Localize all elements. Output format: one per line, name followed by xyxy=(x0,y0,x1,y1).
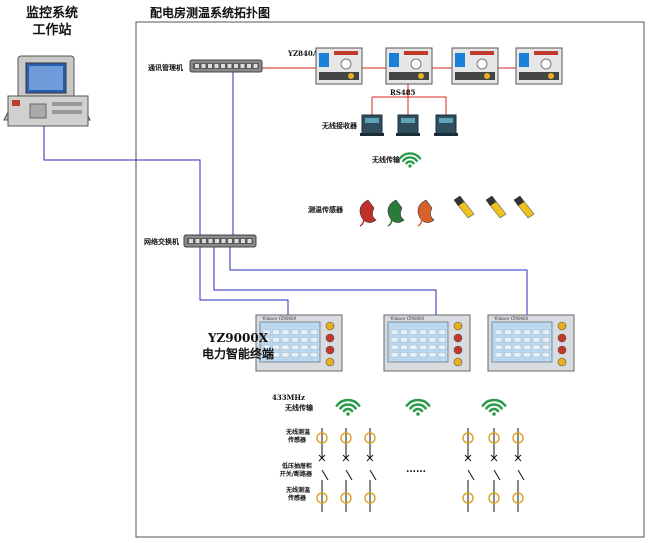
terminal-button xyxy=(557,333,567,343)
wireless-sensor-ring xyxy=(488,492,500,504)
workstation-title-1: 监控系统 xyxy=(26,5,78,21)
terminal-button xyxy=(325,333,335,343)
terminal-button xyxy=(325,321,335,331)
terminal-button xyxy=(325,357,335,367)
wireless-433-label-1: 433MHz xyxy=(272,393,305,402)
wifi-icon xyxy=(405,398,431,416)
bus-label: RS485 xyxy=(390,88,416,97)
breaker-group xyxy=(316,428,525,512)
wireless-sensor-ring xyxy=(488,432,500,444)
breaker-column xyxy=(316,428,329,512)
comm-manager-label: 通讯管理机 xyxy=(148,63,183,72)
terminal-button xyxy=(453,345,463,355)
clip-sensor-icon xyxy=(359,199,377,227)
terminal-button xyxy=(453,321,463,331)
wireless-sensor-ring xyxy=(512,492,524,504)
terminal-brand: Yidaora YZ9000X xyxy=(493,316,529,321)
breaker-label-1: 低压抽屉柜 xyxy=(281,462,312,470)
wireless-sensor-ring xyxy=(462,492,474,504)
ethernet-lines xyxy=(43,72,528,315)
breaker-column xyxy=(462,428,475,512)
terminal-device: Yidaora YZ9000X xyxy=(255,314,343,372)
terminal-name-label: 电力智能终端 xyxy=(202,346,274,361)
terminal-model-label: YZ9000X xyxy=(207,331,269,345)
wireless-sensor-ring xyxy=(316,432,328,444)
workstation-title-2: 工作站 xyxy=(32,22,71,38)
terminal-button xyxy=(557,345,567,355)
terminal-group: Yidaora YZ9000X Yidaora YZ9000X Yidaora YZ… xyxy=(255,314,575,372)
wifi-433-icons xyxy=(335,398,507,416)
breaker-column xyxy=(488,428,501,512)
terminal-button xyxy=(453,333,463,343)
controller-device xyxy=(451,47,499,85)
terminal-button xyxy=(557,357,567,367)
wireless-sensor-ring xyxy=(462,432,474,444)
breaker-label-2: 开关/断路器 xyxy=(280,470,313,478)
sensor-label-bottom-2: 传感器 xyxy=(287,494,307,502)
terminal-brand: Yidaora YZ9000X xyxy=(261,316,297,321)
network-switch-device xyxy=(183,234,257,248)
wifi-icon xyxy=(481,398,507,416)
breaker-column xyxy=(340,428,353,512)
sensor-label-top-2: 传感器 xyxy=(287,436,307,444)
controller-model-label: YZ840A xyxy=(287,49,319,58)
receiver-device xyxy=(396,114,420,136)
rs485-lines xyxy=(262,67,516,115)
wireless-sensor-ring xyxy=(512,432,524,444)
controller-device xyxy=(385,47,433,85)
terminal-brand: Yidaora YZ9000X xyxy=(389,316,425,321)
wireless-sensor-ring xyxy=(364,432,376,444)
terminal-device: Yidaora YZ9000X xyxy=(487,314,575,372)
comm-manager-device xyxy=(189,59,263,73)
bar-sensor-icon xyxy=(513,195,535,219)
wireless-433-label-2: 无线传输 xyxy=(284,403,314,412)
field-ellipsis: …… xyxy=(406,464,426,475)
sensor-label-bottom-1: 无线测温 xyxy=(285,486,310,494)
terminal-button xyxy=(557,321,567,331)
terminal-device: Yidaora YZ9000X xyxy=(383,314,471,372)
receiver-device xyxy=(360,114,384,136)
diagram-frame xyxy=(135,21,645,538)
wireless-sensor-ring xyxy=(316,492,328,504)
controller-group xyxy=(315,47,563,85)
breaker-column xyxy=(512,428,525,512)
breaker-column xyxy=(364,428,377,512)
controller-device xyxy=(515,47,563,85)
bar-sensor-icon xyxy=(453,195,475,219)
controller-device xyxy=(315,47,363,85)
terminal-button xyxy=(453,357,463,367)
network-switch-label: 网络交换机 xyxy=(144,237,179,246)
wireless-sensor-ring xyxy=(340,492,352,504)
diagram-title: 配电房测温系统拓扑图 xyxy=(150,5,270,20)
temp-sensor-group xyxy=(359,195,535,227)
terminal-button xyxy=(325,345,335,355)
wireless-sensor-ring xyxy=(340,432,352,444)
bar-sensor-icon xyxy=(485,195,507,219)
wireless-transmit-label: 无线传输 xyxy=(371,155,401,164)
wireless-receiver-label: 无线接收器 xyxy=(321,121,358,130)
receiver-device xyxy=(434,114,458,136)
workstation-computer-icon xyxy=(3,55,91,127)
wifi-icon xyxy=(335,398,361,416)
sensor-label-top-1: 无线测温 xyxy=(285,428,310,436)
temp-sensor-label: 测温传感器 xyxy=(308,205,344,214)
clip-sensor-icon xyxy=(387,199,405,227)
receiver-group xyxy=(360,114,458,136)
wifi-icon xyxy=(398,152,422,168)
clip-sensor-icon xyxy=(417,199,435,227)
wifi-icon xyxy=(398,152,422,168)
wireless-sensor-ring xyxy=(364,492,376,504)
